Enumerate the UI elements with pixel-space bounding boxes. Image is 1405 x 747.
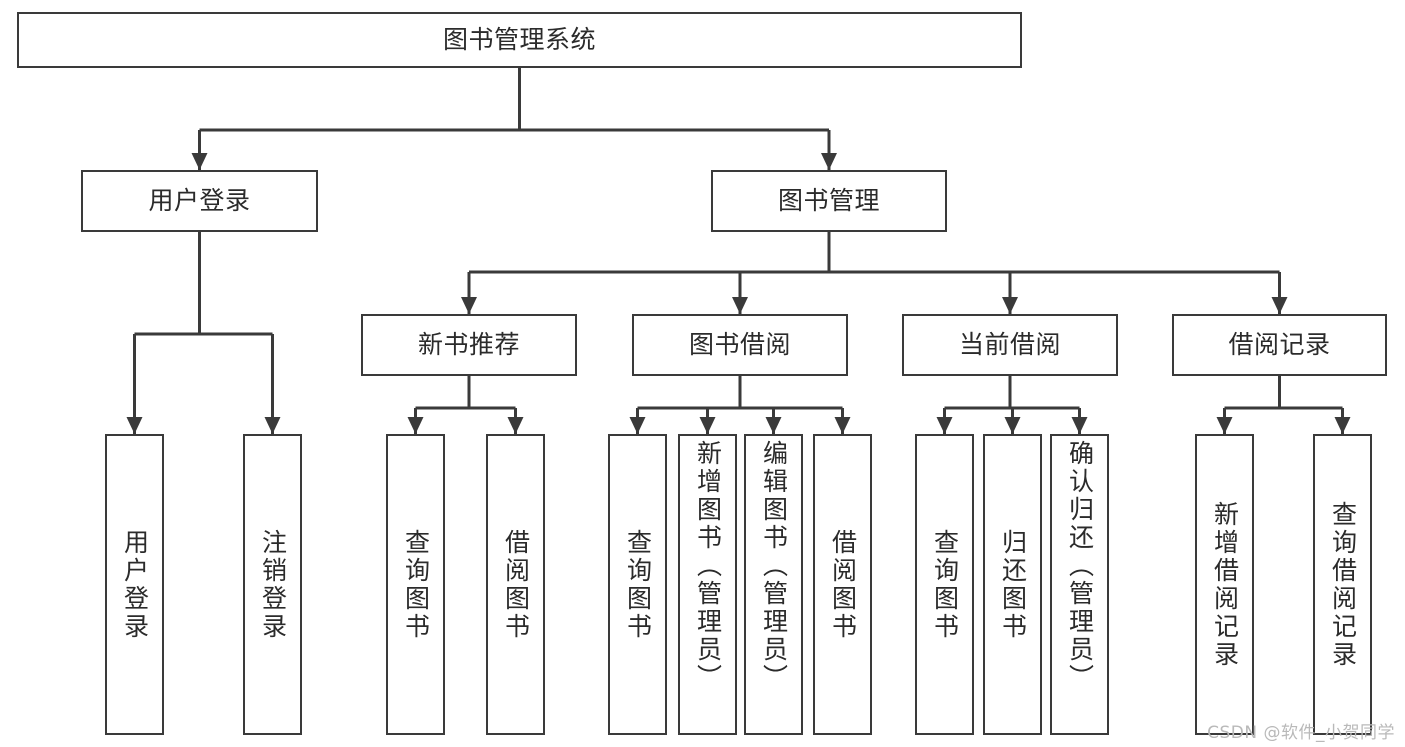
node-label: 借阅记录 (1228, 330, 1331, 360)
node-label: 查询图书 (930, 528, 960, 641)
node-label: 编辑图书（管理员） (759, 440, 789, 692)
node-label: 新增借阅记录 (1210, 500, 1240, 669)
node-label: 借阅图书 (828, 528, 858, 641)
arrow-head-icon (1334, 417, 1351, 434)
arrow-head-icon (732, 297, 748, 314)
node-label: 用户登录 (148, 186, 251, 216)
node-leaf-borrow-book-rec[interactable]: 借阅图书 (486, 434, 545, 735)
node-leaf-query-book-rec[interactable]: 查询图书 (386, 434, 445, 735)
watermark: CSDN @软件_小贺同学 (1207, 723, 1395, 743)
arrow-head-icon (834, 417, 851, 434)
node-leaf-add-record[interactable]: 新增借阅记录 (1195, 434, 1254, 735)
arrow-head-icon (821, 153, 837, 170)
node-user-login[interactable]: 用户登录 (81, 170, 318, 232)
arrow-head-icon (765, 417, 782, 434)
arrow-head-icon (407, 417, 424, 434)
node-book-manage[interactable]: 图书管理 (711, 170, 947, 232)
node-current-borrow[interactable]: 当前借阅 (902, 314, 1118, 376)
arrow-head-icon (126, 417, 143, 434)
node-leaf-add-book[interactable]: 新增图书（管理员） (678, 434, 737, 735)
node-label: 查询图书 (623, 528, 653, 641)
arrow-head-icon (507, 417, 524, 434)
node-label: 用户登录 (120, 528, 150, 641)
node-leaf-confirm-return[interactable]: 确认归还（管理员） (1050, 434, 1109, 735)
node-leaf-query-book-borrow[interactable]: 查询图书 (608, 434, 667, 735)
node-leaf-return-book[interactable]: 归还图书 (983, 434, 1042, 735)
node-leaf-user-login[interactable]: 用户登录 (105, 434, 164, 735)
arrow-head-icon (936, 417, 953, 434)
arrow-head-icon (461, 297, 477, 314)
arrow-head-icon (191, 153, 208, 170)
node-label: 图书借阅 (688, 330, 791, 360)
node-label: 借阅图书 (501, 528, 531, 641)
arrow-head-icon (1002, 297, 1018, 314)
arrow-head-icon (1004, 417, 1021, 434)
node-label: 归还图书 (998, 528, 1028, 641)
arrow-head-icon (629, 417, 646, 434)
arrow-head-icon (1271, 297, 1288, 314)
node-borrow-record[interactable]: 借阅记录 (1172, 314, 1387, 376)
node-leaf-query-record[interactable]: 查询借阅记录 (1313, 434, 1372, 735)
node-leaf-query-book-cur[interactable]: 查询图书 (915, 434, 974, 735)
arrow-head-icon (699, 417, 716, 434)
node-leaf-logout[interactable]: 注销登录 (243, 434, 302, 735)
arrow-head-icon (1216, 417, 1233, 434)
node-label: 当前借阅 (958, 330, 1061, 360)
arrow-head-icon (264, 417, 281, 434)
node-new-book-rec[interactable]: 新书推荐 (361, 314, 577, 376)
node-book-borrow[interactable]: 图书借阅 (632, 314, 848, 376)
node-label: 查询图书 (401, 528, 431, 641)
node-label: 查询借阅记录 (1328, 500, 1358, 669)
node-label: 图书管理 (777, 186, 880, 216)
node-label: 确认归还（管理员） (1065, 440, 1095, 692)
node-label: 图书管理系统 (442, 25, 596, 55)
arrow-head-icon (1071, 417, 1088, 434)
node-leaf-edit-book[interactable]: 编辑图书（管理员） (744, 434, 803, 735)
node-label: 新书推荐 (417, 330, 520, 360)
node-leaf-borrow-book[interactable]: 借阅图书 (813, 434, 872, 735)
node-root[interactable]: 图书管理系统 (17, 12, 1022, 68)
node-label: 注销登录 (258, 528, 288, 641)
node-label: 新增图书（管理员） (693, 440, 723, 692)
